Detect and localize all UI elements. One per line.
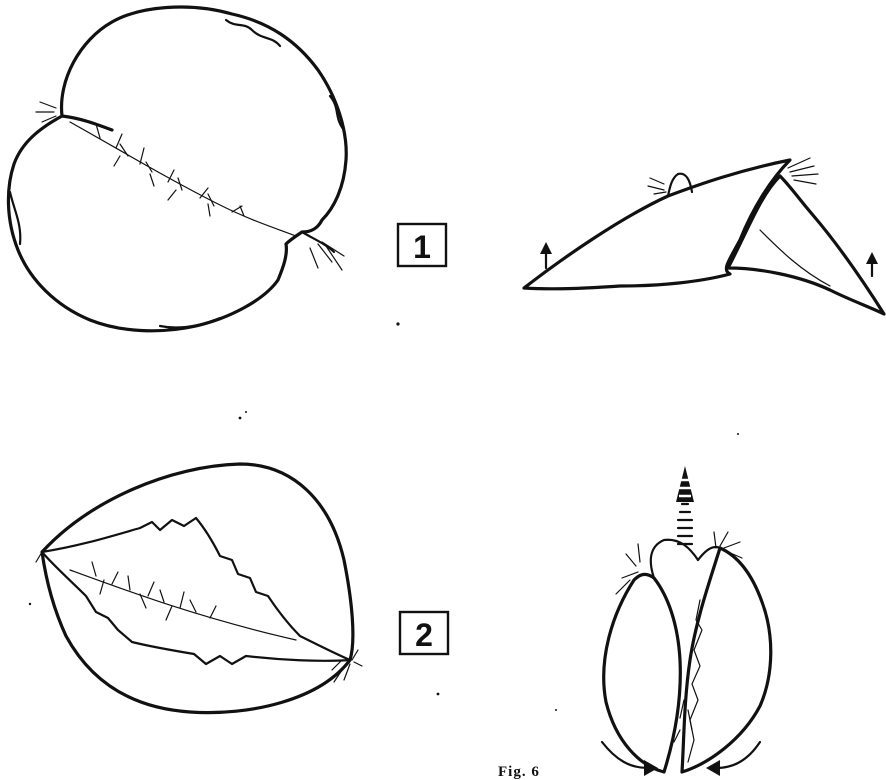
- figure-caption: Fig. 6: [498, 764, 540, 780]
- step2-badge-label: 2: [415, 617, 433, 653]
- step2-rolled-leaf: [602, 466, 771, 776]
- step1-flat-folded-leaf: [8, 7, 346, 331]
- step1-side-view-leaf: [524, 158, 884, 314]
- step1-badge: 1: [398, 224, 446, 266]
- step2-open-leaf: [36, 464, 362, 713]
- step1-badge-label: 1: [413, 229, 431, 265]
- step2-badge: 2: [400, 612, 448, 654]
